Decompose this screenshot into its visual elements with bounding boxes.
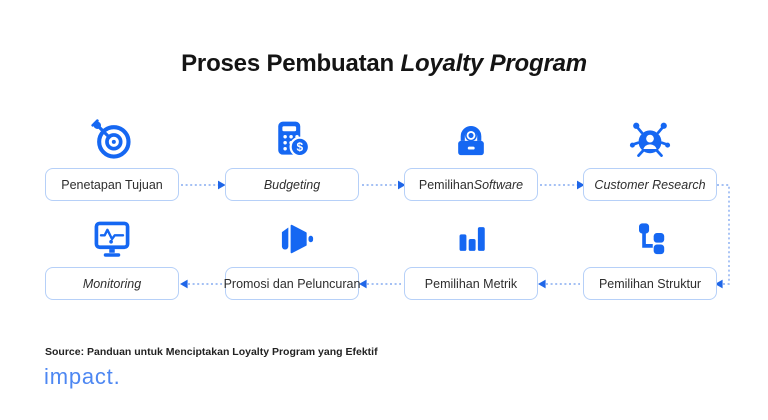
step-box-monitoring: Monitoring bbox=[45, 267, 179, 300]
step-label-italic: Customer Research bbox=[594, 177, 706, 192]
step-box-customer-research: Customer Research bbox=[583, 168, 717, 201]
target-dart-icon bbox=[90, 118, 134, 162]
lock-icon bbox=[449, 118, 493, 162]
source-note: Source: Panduan untuk Menciptakan Loyalt… bbox=[45, 346, 378, 358]
step-box-pemilihan-struktur: Pemilihan Struktur bbox=[583, 267, 717, 300]
step-box-pemilihan-metrik: Pemilihan Metrik bbox=[404, 267, 538, 300]
page-title: Proses Pembuatan Loyalty Program bbox=[0, 50, 768, 78]
page-title-italic: Loyalty Program bbox=[400, 50, 587, 77]
megaphone-icon bbox=[270, 217, 314, 261]
step-pemilihan-software: Pemilihan Software bbox=[404, 118, 538, 201]
step-label-italic: Budgeting bbox=[263, 177, 321, 192]
step-label-italic: Software bbox=[473, 177, 524, 192]
page-title-regular: Proses Pembuatan bbox=[181, 50, 401, 77]
step-penetapan-tujuan: Penetapan Tujuan bbox=[45, 118, 179, 201]
step-budgeting: $ Budgeting bbox=[225, 118, 359, 201]
impact-logo: impact. bbox=[44, 364, 121, 389]
step-customer-research: Customer Research bbox=[583, 118, 717, 201]
step-promosi-dan-peluncuran: Promosi dan Peluncuran bbox=[223, 217, 361, 300]
step-monitoring: Monitoring bbox=[45, 217, 179, 300]
monitor-pulse-icon bbox=[90, 217, 134, 261]
svg-text:$: $ bbox=[296, 140, 303, 154]
step-box-promosi-dan-peluncuran: Promosi dan Peluncuran bbox=[223, 267, 361, 300]
step-label: Pemilihan bbox=[418, 177, 474, 192]
step-label: Penetapan Tujuan bbox=[61, 177, 163, 192]
bar-chart-icon bbox=[449, 217, 493, 261]
step-pemilihan-struktur: Pemilihan Struktur bbox=[583, 217, 717, 300]
step-pemilihan-metrik: Pemilihan Metrik bbox=[404, 217, 538, 300]
step-box-budgeting: Budgeting bbox=[225, 168, 359, 201]
step-label: Pemilihan Struktur bbox=[598, 276, 702, 291]
step-label: Promosi dan Peluncuran bbox=[223, 276, 361, 291]
step-box-pemilihan-software: Pemilihan Software bbox=[404, 168, 538, 201]
step-box-penetapan-tujuan: Penetapan Tujuan bbox=[45, 168, 179, 201]
step-label-italic: Monitoring bbox=[82, 276, 142, 291]
structure-tree-icon bbox=[628, 217, 672, 261]
customer-network-icon bbox=[628, 118, 672, 162]
calculator-dollar-icon: $ bbox=[270, 118, 314, 162]
step-label: Pemilihan Metrik bbox=[424, 276, 518, 291]
